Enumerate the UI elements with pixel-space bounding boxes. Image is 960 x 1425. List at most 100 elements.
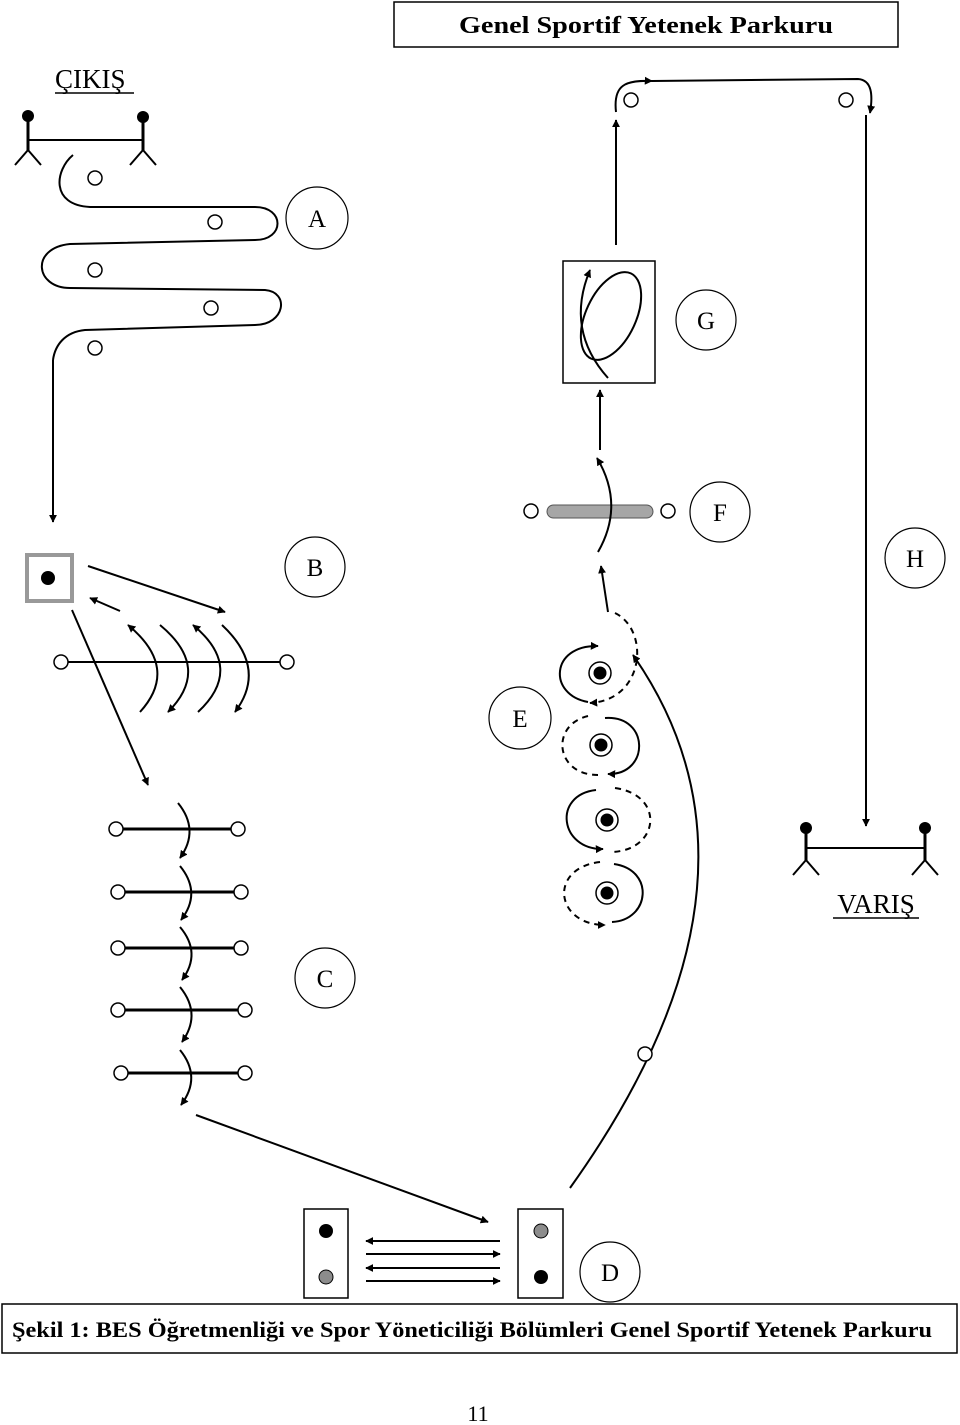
bar-post-left [523,503,539,519]
turn-cone [637,1046,653,1062]
jump-arc [179,986,193,1043]
ball-gray [318,1269,334,1285]
turn-path-right [651,77,876,114]
station-e-label: E [512,706,527,733]
hurdle [110,1002,253,1018]
pole-base [14,148,42,166]
station-d-shuttle: D [303,654,700,1303]
hurdle-post [230,821,246,837]
target [589,733,613,757]
crossing-arc-down [159,624,190,713]
crossing-arc-up [127,624,159,713]
hurdle [108,821,246,837]
station-a-slalom: A [40,154,349,523]
station-d-label: D [601,1260,619,1287]
start-square [25,553,74,603]
roll-loop [579,271,643,361]
station-b: B [25,536,346,786]
caption-frame [1,1303,958,1354]
hurdle-post [110,1002,126,1018]
station-b-label: B [307,555,324,582]
ball-dot [41,571,55,585]
station-g-mat: G [562,119,737,384]
station-e-marker [488,686,552,750]
turn-cone [623,92,639,108]
target-dot [600,813,614,827]
station-e-targets: E [488,612,652,929]
run-arrow-forward [87,565,226,614]
bar-crossing-arc [596,457,613,553]
title-text: Genel Sportif Yetenek Parkuru [459,13,833,39]
ball-black [319,1224,333,1238]
rope-end-left [53,654,69,670]
slalom-cone [203,300,219,316]
mat [562,260,656,384]
loop-dashed [611,787,652,853]
start-pole-left [14,110,42,166]
pole-base [792,858,820,876]
finish-area: VARIŞ [792,822,939,919]
station-b-marker [284,536,346,598]
target-dot [600,886,614,900]
start-area: ÇIKIŞ [14,64,157,166]
slalom-cone [87,340,103,356]
station-d-marker [579,1241,641,1303]
station-g-marker [675,289,737,351]
loop-dashed [561,715,599,776]
loop-solid [559,641,599,703]
roll-arc [579,269,609,379]
run-arrow-e-to-f [598,565,609,613]
hurdle [110,884,249,900]
station-a-marker [285,186,349,250]
turn-path-left [614,76,653,113]
bar-post-right [660,503,676,519]
slalom-cone [87,170,103,186]
jump-arc [179,1049,193,1106]
hurdle-post [108,821,124,837]
hurdle-post [237,1065,253,1081]
turn-cone [838,92,854,108]
loop-solid [604,716,641,779]
loop-solid [565,789,604,854]
station-a-label: A [308,206,326,233]
station-f-bar: F [523,389,751,613]
station-g-label: G [697,308,715,335]
finish-pole-left [792,822,820,876]
hurdle-post [113,1065,129,1081]
target [588,661,612,685]
slalom-cone [207,214,223,230]
figure-caption: Şekil 1: BES Öğretmenliği ve Spor Yöneti… [1,1303,958,1354]
finish-pole-right [911,822,939,876]
shuttle-box-right [517,1208,564,1299]
crossing-arc-up [192,624,222,713]
loop-dashed [563,861,606,929]
hurdle [113,1065,253,1081]
caption-text: Şekil 1: BES Öğretmenliği ve Spor Yöneti… [12,1317,932,1342]
jump-arc [179,926,193,981]
crossing-arc-down [221,624,250,713]
loop-solid [611,863,644,923]
slalom-path [40,154,282,361]
target-dot [593,666,607,680]
ball-gray [533,1223,549,1239]
station-c-hurdles: C [108,802,489,1224]
station-h-sprint: H [614,76,946,827]
station-f-marker [689,481,751,543]
finish-label: VARIŞ [837,889,915,919]
hurdle-post [110,940,126,956]
page-number: 11 [467,1401,488,1425]
station-h-label: H [906,546,924,573]
title-frame [393,1,899,48]
start-label: ÇIKIŞ [55,64,126,94]
run-arrow-c-to-d [195,1114,489,1224]
hurdle-post [233,940,249,956]
station-c-label: C [317,966,334,993]
hurdle [110,940,249,956]
jump-arc [179,865,193,921]
target [595,881,619,905]
slalom-cone [87,262,103,278]
run-arrow-d-to-e [569,654,700,1189]
shuttle-box-left [303,1208,349,1299]
station-h-marker [884,527,946,589]
run-arrow-b-to-c [71,609,149,786]
